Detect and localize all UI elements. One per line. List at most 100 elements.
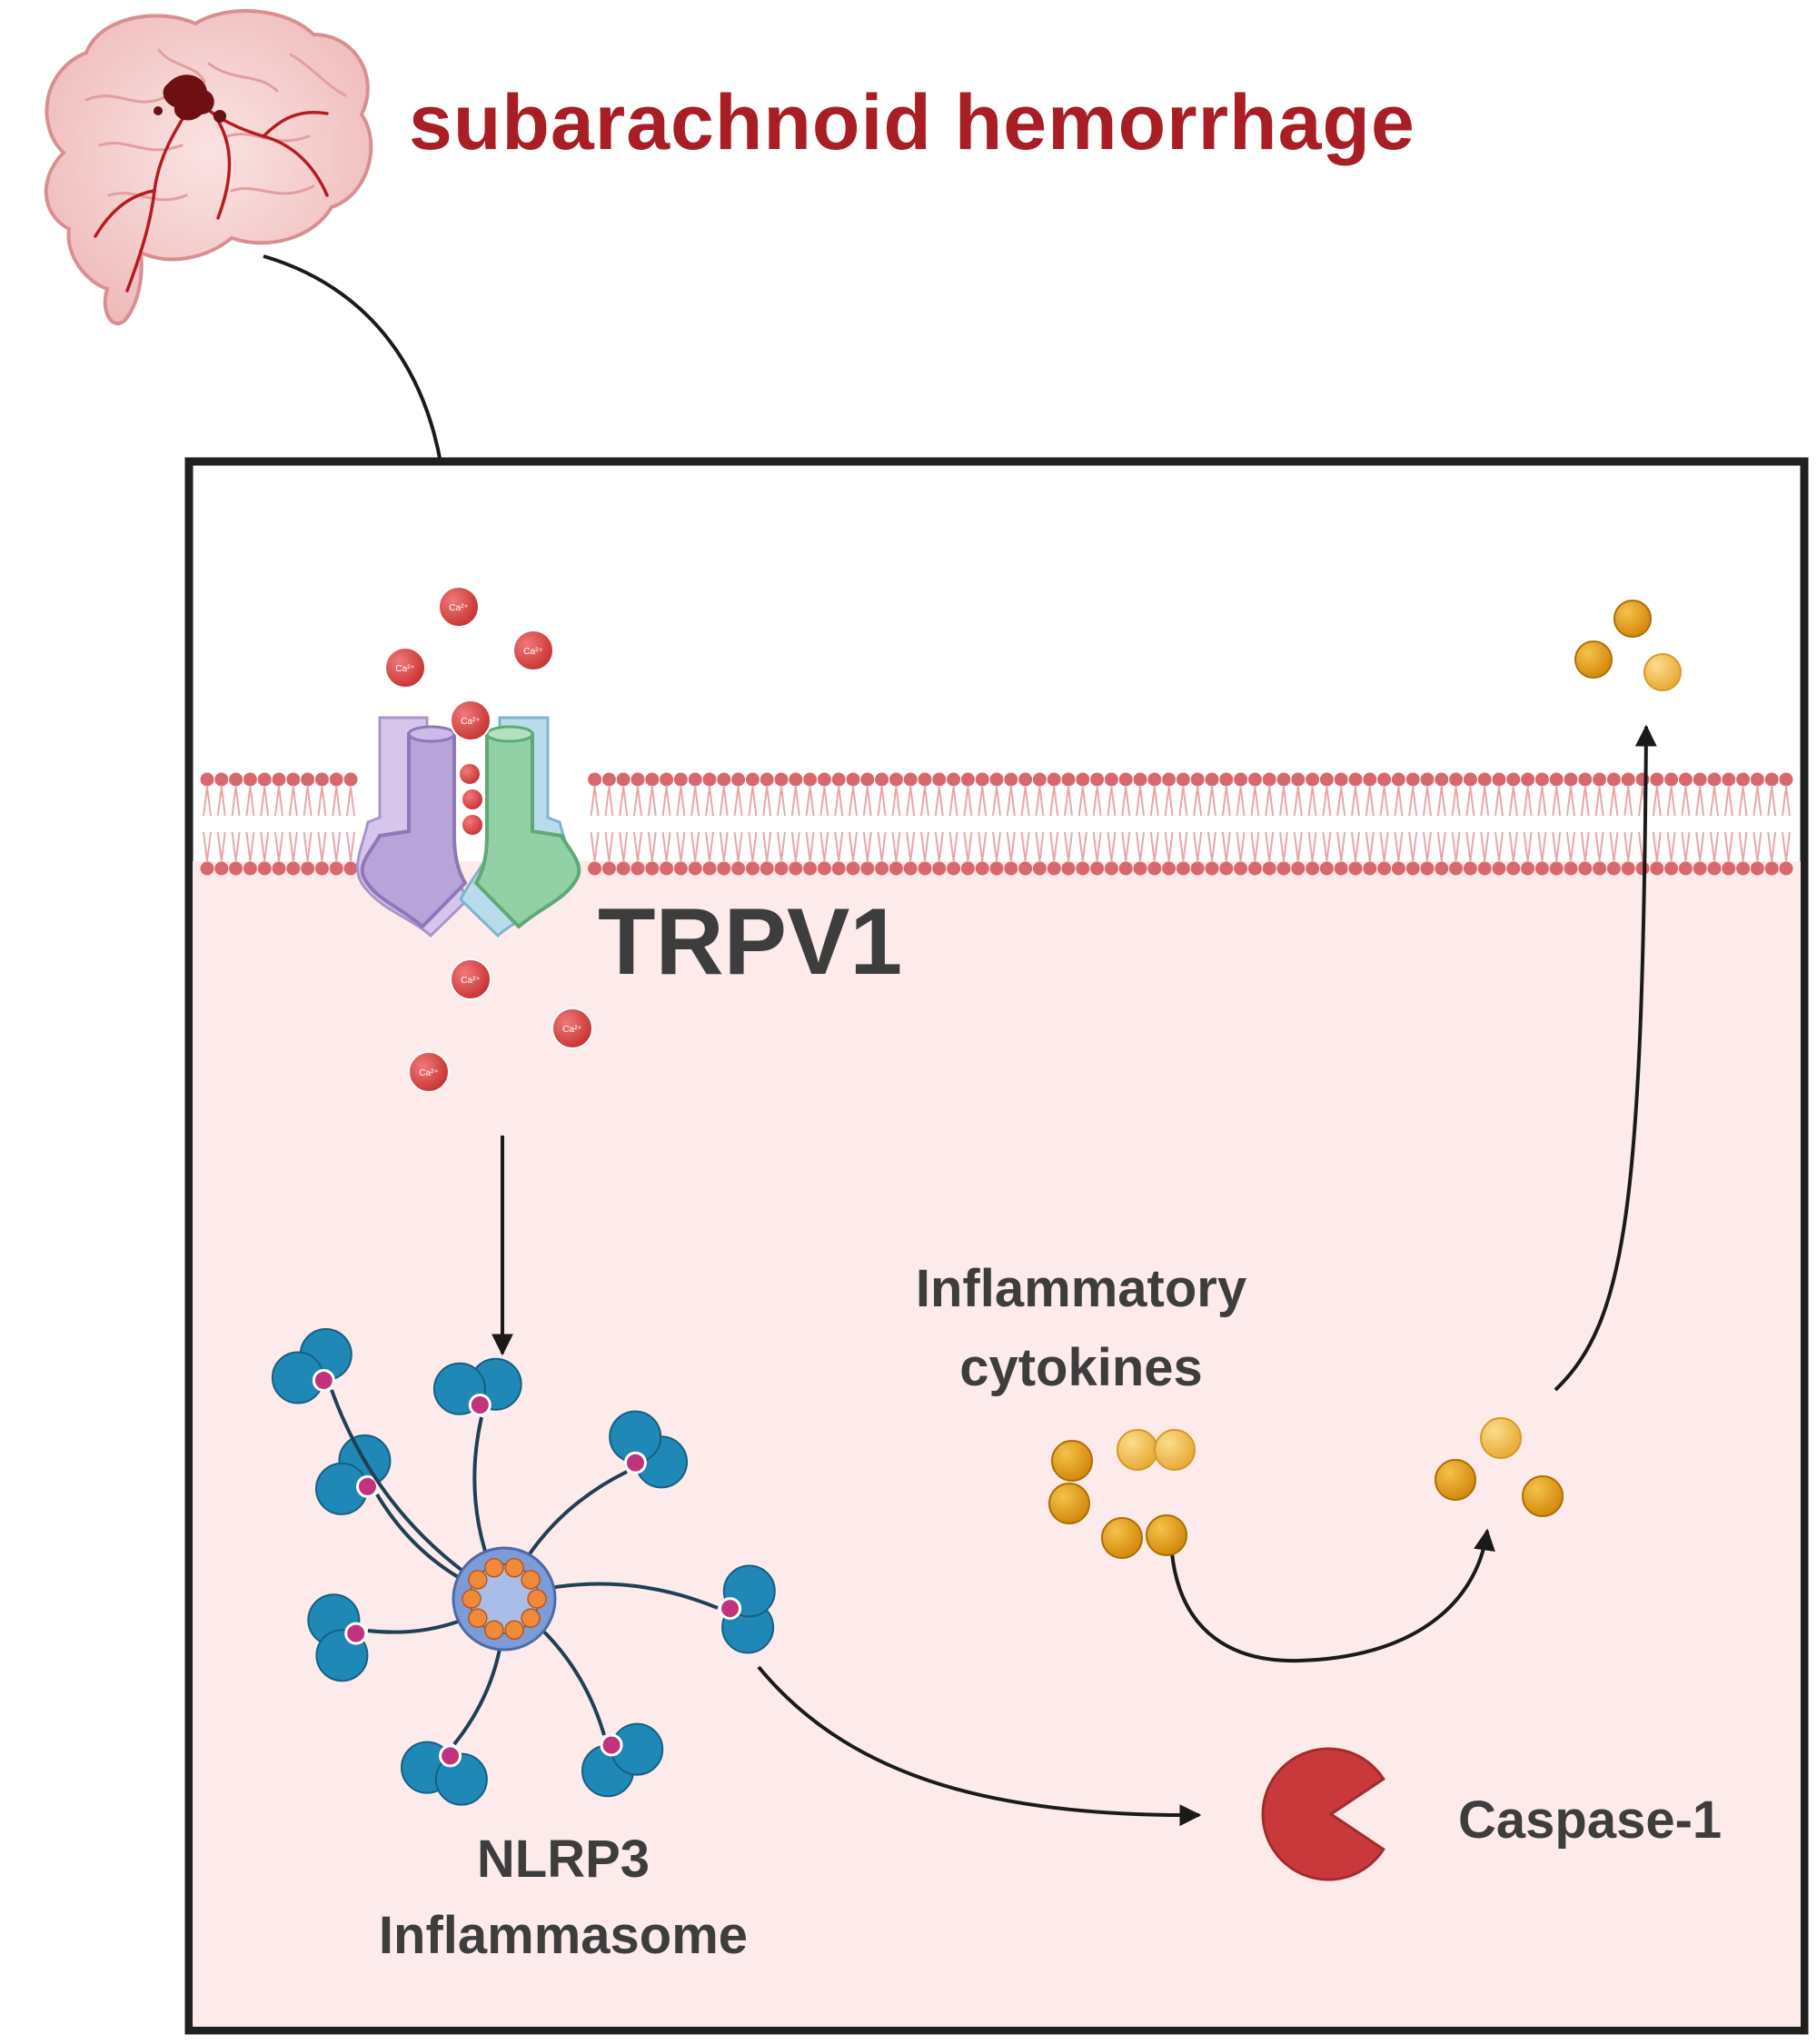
lipid-head — [789, 772, 803, 787]
lipid-head — [1377, 772, 1392, 787]
lipid-head — [947, 772, 961, 787]
lipid-head — [1319, 772, 1334, 787]
cytokines-label-line2: cytokines — [959, 1338, 1203, 1397]
lipid-head — [630, 772, 645, 787]
lipid-head — [1707, 772, 1722, 787]
lipid-head — [329, 772, 343, 787]
lipid-head — [645, 861, 660, 876]
lipid-head — [1564, 861, 1578, 876]
lipid-head — [717, 861, 731, 876]
lipid-head — [1147, 772, 1162, 787]
lipid-head — [1420, 772, 1435, 787]
lipid-head — [1521, 861, 1535, 876]
lipid-head — [1334, 861, 1348, 876]
cytokine-sphere-icon — [1154, 1429, 1196, 1471]
lipid-head — [1736, 861, 1751, 876]
lipid-head — [1348, 772, 1363, 787]
diagram-title: subarachnoid hemorrhage — [409, 79, 1415, 166]
lipid-head — [1621, 772, 1635, 787]
lipid-head — [1750, 772, 1764, 787]
lipid-head — [1764, 772, 1779, 787]
lipid-head — [1205, 861, 1219, 876]
calcium-ion-icon: Ca²⁺ — [450, 958, 491, 1000]
lipid-head — [1391, 772, 1405, 787]
lipid-head — [243, 772, 257, 787]
lipid-head — [731, 772, 746, 787]
lipid-head — [1707, 861, 1722, 876]
lipid-head — [1650, 772, 1664, 787]
lipid-head — [1090, 772, 1105, 787]
calcium-ion-icon: Ca²⁺ — [450, 700, 491, 741]
lipid-head — [1492, 772, 1506, 787]
lipid-head — [760, 772, 774, 787]
lipid-head — [286, 772, 301, 787]
lipid-head — [1291, 772, 1306, 787]
lipid-head — [774, 772, 789, 787]
inflammasome-icon — [271, 1328, 776, 1806]
lipid-head — [1291, 861, 1306, 876]
lipid-head — [200, 861, 214, 876]
lipid-head — [314, 772, 329, 787]
lipid-head — [1420, 861, 1435, 876]
inflammatory-cytokines-label: Inflammatory cytokines — [908, 1249, 1254, 1407]
pacman-enzyme-icon — [1261, 1747, 1385, 1881]
cytokine-sphere-icon — [1643, 653, 1682, 691]
nlrp3-domain — [401, 1741, 488, 1806]
lipid-head — [1004, 861, 1018, 876]
lipid-head — [1047, 772, 1061, 787]
lipid-head — [1606, 772, 1621, 787]
lipid-head — [1104, 861, 1118, 876]
lipid-head — [660, 772, 674, 787]
lipid-head — [1118, 861, 1133, 876]
lipid-head — [1061, 772, 1076, 787]
lipid-head — [702, 772, 717, 787]
lipid-head — [1534, 772, 1549, 787]
nlrp3-domain — [271, 1328, 352, 1404]
brain-hemorrhage-icon — [44, 9, 373, 326]
calcium-ion-icon — [458, 762, 482, 786]
lipid-head — [200, 772, 214, 787]
lipid-head — [774, 861, 789, 876]
lipid-head — [229, 772, 243, 787]
lipid-head — [257, 772, 272, 787]
calcium-ion-icon: Ca²⁺ — [551, 1007, 593, 1049]
lipid-head — [817, 861, 831, 876]
lipid-head — [1477, 861, 1492, 876]
lipid-head — [1219, 861, 1234, 876]
lipid-head — [1506, 861, 1521, 876]
lipid-head — [1076, 861, 1090, 876]
arrow-caspase-cleavage — [1170, 1528, 1495, 1663]
lipid-head — [975, 772, 989, 787]
lipid-head — [1306, 861, 1320, 876]
lipid-head — [918, 861, 932, 876]
lipid-head — [1664, 772, 1679, 787]
lipid-head — [257, 861, 272, 876]
lipid-head — [601, 772, 616, 787]
ca-ion-text: Ca²⁺ — [419, 1068, 438, 1078]
cytokine-sphere-icon — [1146, 1514, 1187, 1556]
lipid-head — [1090, 861, 1105, 876]
lipid-head — [1133, 772, 1147, 787]
calcium-ion-icon: Ca²⁺ — [438, 586, 480, 628]
lipid-head — [1779, 772, 1793, 787]
lipid-head — [1133, 861, 1147, 876]
lipid-head — [846, 772, 860, 787]
cytokine-sphere-icon — [1048, 1483, 1090, 1524]
nlrp3-inflammasome-label: NLRP3 Inflammasome — [345, 1821, 781, 1974]
cytokine-spheres — [1048, 600, 1682, 1559]
lipid-head — [989, 861, 1004, 876]
trpv1-label: TRPV1 — [598, 889, 903, 995]
cytokine-sphere-icon — [1051, 1440, 1093, 1482]
calcium-ion-icon: Ca²⁺ — [384, 647, 426, 689]
lipid-head — [272, 861, 286, 876]
lipid-head — [1736, 772, 1751, 787]
lipid-head — [343, 772, 358, 787]
lipid-head — [875, 772, 889, 787]
lipid-head — [1176, 861, 1190, 876]
lipid-head — [989, 772, 1004, 787]
lipid-head — [1262, 861, 1276, 876]
calcium-ions: Ca²⁺Ca²⁺Ca²⁺Ca²⁺Ca²⁺Ca²⁺Ca²⁺ — [384, 586, 593, 1093]
cytokine-sphere-icon — [1435, 1459, 1476, 1501]
lipid-head — [243, 861, 257, 876]
lipid-head — [1047, 861, 1061, 876]
